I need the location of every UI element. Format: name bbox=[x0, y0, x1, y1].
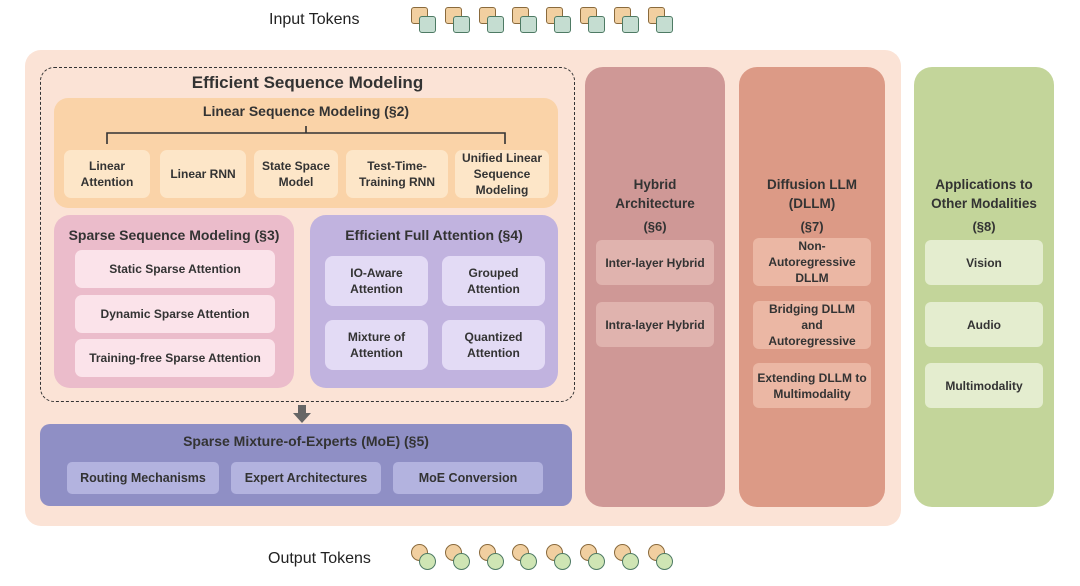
extending-dllm-chip: Extending DLLM to Multimodality bbox=[753, 363, 871, 408]
output-token-icon bbox=[444, 544, 473, 572]
diffusion-llm-column: Diffusion LLM (DLLM) (§7) bbox=[739, 67, 885, 507]
multimodality-chip: Multimodality bbox=[925, 363, 1043, 408]
quantized-attention-chip: Quantized Attention bbox=[442, 320, 545, 370]
efficient-sequence-modeling-title: Efficient Sequence Modeling bbox=[191, 73, 424, 92]
output-tokens-label: Output Tokens bbox=[268, 550, 371, 567]
input-token-icon bbox=[580, 7, 608, 35]
expert-architectures-chip: Expert Architectures bbox=[231, 462, 381, 494]
dynamic-sparse-attention-chip: Dynamic Sparse Attention bbox=[75, 295, 275, 333]
output-token-icon bbox=[647, 544, 676, 572]
output-token-icon bbox=[546, 544, 574, 572]
output-token-icon bbox=[613, 544, 642, 572]
non-autoregressive-dllm-chip: Non-Autoregressive DLLM bbox=[753, 238, 871, 286]
efficient-full-attention-title: Efficient Full Attention (§4) bbox=[345, 227, 523, 243]
vision-chip: Vision bbox=[925, 240, 1043, 285]
input-token-icon bbox=[478, 7, 507, 35]
input-token-icon bbox=[647, 7, 676, 35]
applications-column: Applications to Other Modalities (§8) bbox=[914, 67, 1054, 507]
mixture-of-attention-chip: Mixture of Attention bbox=[325, 320, 428, 370]
grouped-attention-chip: Grouped Attention bbox=[442, 256, 545, 306]
bridging-dllm-chip: Bridging DLLM and Autoregressive bbox=[753, 301, 871, 349]
moe-conversion-chip: MoE Conversion bbox=[393, 462, 543, 494]
diffusion-llm-title: Diffusion LLM (DLLM) bbox=[767, 177, 857, 211]
linear-sequence-modeling-title: Linear Sequence Modeling (§2) bbox=[202, 103, 410, 119]
input-token-icon bbox=[512, 7, 540, 35]
routing-mechanisms-chip: Routing Mechanisms bbox=[67, 462, 219, 494]
input-token-icon bbox=[546, 7, 574, 35]
hybrid-architecture-title: Hybrid Architecture bbox=[615, 177, 695, 211]
efficient-sequence-modeling-group bbox=[40, 67, 575, 402]
static-sparse-attention-chip: Static Sparse Attention bbox=[75, 250, 275, 288]
state-space-model-chip: State Space Model bbox=[254, 150, 338, 198]
down-arrow-icon bbox=[293, 405, 311, 423]
linear-bracket bbox=[106, 126, 506, 144]
intra-layer-hybrid-chip: Intra-layer Hybrid bbox=[596, 302, 714, 347]
input-token-icon bbox=[444, 7, 473, 35]
audio-chip: Audio bbox=[925, 302, 1043, 347]
linear-attention-chip: Linear Attention bbox=[64, 150, 150, 198]
io-aware-attention-chip: IO-Aware Attention bbox=[325, 256, 428, 306]
hybrid-architecture-section: (§6) bbox=[643, 219, 667, 234]
input-tokens-label: Input Tokens bbox=[269, 11, 360, 28]
output-token-icon bbox=[411, 544, 439, 572]
output-token-icon bbox=[478, 544, 507, 572]
input-token-icon bbox=[613, 7, 642, 35]
inter-layer-hybrid-chip: Inter-layer Hybrid bbox=[596, 240, 714, 285]
training-free-sparse-attention-chip: Training-free Sparse Attention bbox=[75, 339, 275, 377]
diffusion-llm-section: (§7) bbox=[800, 219, 824, 234]
sparse-sequence-modeling-title: Sparse Sequence Modeling (§3) bbox=[68, 227, 280, 243]
test-time-training-rnn-chip: Test-Time-Training RNN bbox=[346, 150, 448, 198]
output-token-icon bbox=[580, 544, 608, 572]
hybrid-architecture-column: Hybrid Architecture (§6) bbox=[585, 67, 725, 507]
moe-title: Sparse Mixture-of-Experts (MoE) (§5) bbox=[183, 433, 429, 449]
applications-title: Applications to Other Modalities bbox=[931, 177, 1037, 211]
linear-rnn-chip: Linear RNN bbox=[160, 150, 246, 198]
applications-section: (§8) bbox=[972, 219, 996, 234]
output-token-icon bbox=[512, 544, 540, 572]
unified-linear-sequence-modeling-chip: Unified Linear Sequence Modeling bbox=[455, 150, 549, 198]
input-token-icon bbox=[411, 7, 439, 35]
